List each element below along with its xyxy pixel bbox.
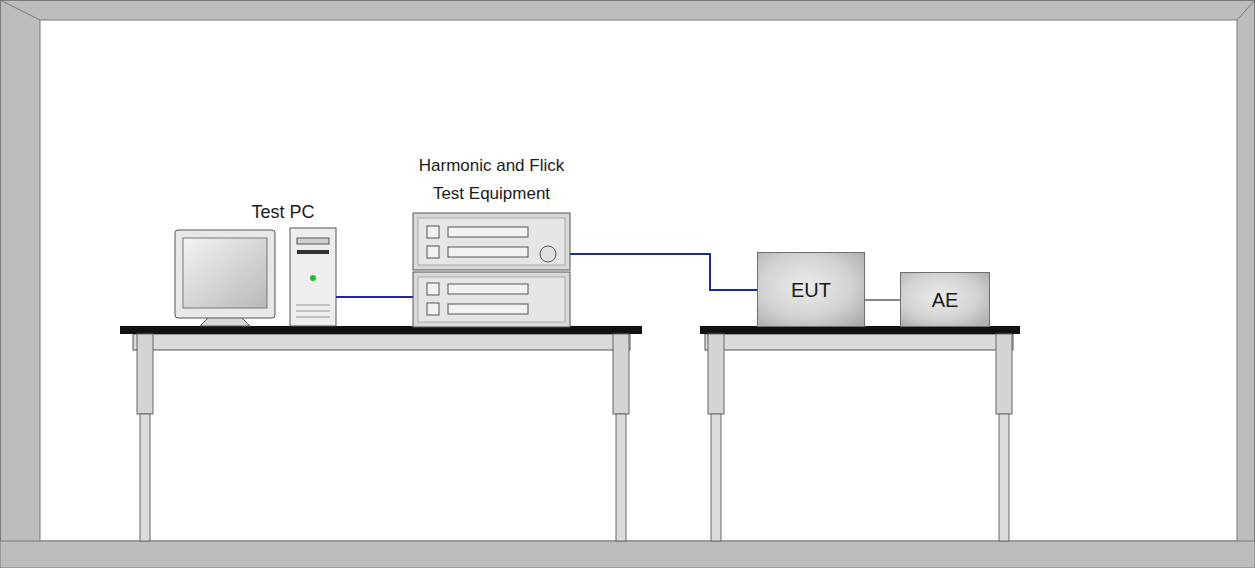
room-interior (40, 20, 1237, 541)
eut-box: EUT (757, 252, 865, 327)
power-cable (570, 254, 757, 290)
device-label: Test PC (232, 198, 334, 226)
left-table (120, 326, 642, 541)
floor (0, 541, 1255, 568)
ae-box: AE (900, 272, 990, 327)
box-label: AE (911, 288, 979, 312)
wall-corner (1237, 0, 1255, 20)
pc-tower-icon (290, 228, 336, 326)
monitor-icon (175, 230, 275, 326)
wall-corner (0, 0, 40, 20)
right-table (700, 326, 1020, 541)
device-label: Harmonic and Flick Test Equipment (415, 152, 568, 208)
power-cable (336, 296, 413, 298)
signal-cable (865, 299, 900, 301)
equipment-node: Harmonic and Flick Test Equipment (413, 150, 570, 327)
box-label: EUT (768, 278, 854, 302)
test-equipment-icon (413, 213, 570, 327)
pc-node: Test PC (230, 196, 336, 327)
